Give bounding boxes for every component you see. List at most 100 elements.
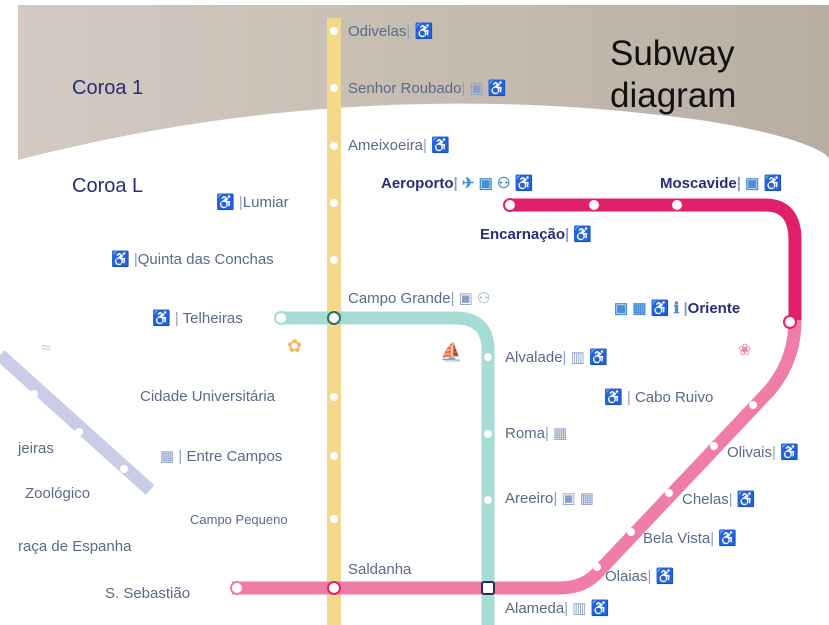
zone-label-coroa-1: Coroa 1 <box>72 77 144 99</box>
station-roma[interactable]: Roma| ▦ <box>505 425 568 442</box>
s-sebastiao-terminus <box>230 581 244 595</box>
accessible-icon: ♿ <box>780 444 799 461</box>
station-campo-pequeno[interactable]: Campo Pequeno <box>190 511 288 529</box>
station-label: Telheiras <box>182 310 243 327</box>
accessible-icon: ♿ <box>588 349 608 366</box>
red-stations <box>589 200 682 210</box>
station-alvalade[interactable]: Alvalade| ▥ ♿ <box>505 349 608 366</box>
accessible-icon: ♿ <box>414 23 434 40</box>
station-label: Alameda <box>505 600 565 617</box>
blue-station-dot <box>75 428 83 436</box>
top-white-margin <box>0 0 829 5</box>
inner-zone <box>18 103 829 625</box>
station-campo-grande[interactable]: Campo Grande| ▣ ⚇ <box>348 290 491 307</box>
accessible-icon: ♿ <box>431 137 450 154</box>
aeroporto-terminus <box>503 198 517 212</box>
station-lumiar[interactable]: ♿ |Lumiar <box>216 194 289 211</box>
green-line <box>278 311 495 625</box>
station-label: Areeiro <box>505 490 554 507</box>
station-label: Senhor Roubado <box>348 80 462 97</box>
title-line-1: Subway <box>610 34 735 73</box>
station-label: Moscavide <box>660 175 737 192</box>
bus-icon: ▣ <box>458 290 473 307</box>
bus-icon: ▣ <box>469 80 484 97</box>
blue-station-dot <box>30 390 38 398</box>
station-label: Roma <box>505 425 546 442</box>
station-praca-de-espanha[interactable]: raça de Espanha <box>18 538 131 556</box>
info-icon: ▥ <box>570 349 585 366</box>
station-label: Chelas <box>682 491 729 508</box>
bus-icon: ▣ <box>614 300 629 317</box>
accessible-icon: ♿ <box>655 568 675 585</box>
green-stations <box>484 353 492 504</box>
station-label: Saldanha <box>348 561 412 578</box>
station-olivais[interactable]: Olivais| ♿ <box>727 444 799 461</box>
bus-icon: ▣ <box>561 490 576 507</box>
station-label: Olivais <box>727 444 773 461</box>
accessible-icon: ♿ <box>216 194 235 211</box>
info-icon: ℹ <box>673 300 680 317</box>
station-label: Alvalade <box>505 349 563 366</box>
station-ameixoeira[interactable]: Ameixoeira| ♿ <box>348 137 450 154</box>
train-icon: ▦ <box>579 490 594 507</box>
left-white-margin <box>0 0 18 625</box>
station-label: Cidade Universitária <box>140 388 276 405</box>
station-label: Entre Campos <box>186 448 283 465</box>
station-label: jeiras <box>18 440 54 457</box>
station-aeroporto[interactable]: Aeroporto| ✈ ▣ ⚇ ♿ <box>381 175 534 192</box>
station-moscavide[interactable]: Moscavide| ▣ ♿ <box>660 175 783 192</box>
station-telheiras[interactable]: ♿ | Telheiras <box>152 310 243 327</box>
station-label: Campo Pequeno <box>190 512 288 527</box>
pink-line <box>232 319 802 595</box>
plane-icon: ✈ <box>461 175 475 192</box>
title-line-2: diagram <box>610 76 737 115</box>
boat-icon: ⛵ <box>440 341 462 363</box>
yellow-stations <box>330 27 338 523</box>
info-icon: ▥ <box>572 600 587 617</box>
blue-station-dot <box>120 465 128 473</box>
station-cabo-ruivo[interactable]: ♿ | Cabo Ruivo <box>604 389 714 406</box>
station-jeiras[interactable]: jeiras <box>18 440 54 458</box>
saldanha-interchange <box>327 581 341 595</box>
station-label: Olaias <box>605 568 648 585</box>
station-label: Bela Vista <box>643 530 711 547</box>
station-quinta-das-conchas[interactable]: ♿ |Quinta das Conchas <box>111 251 274 268</box>
station-bela-vista[interactable]: Bela Vista| ♿ <box>643 530 738 547</box>
station-saldanha[interactable]: Saldanha <box>348 561 411 579</box>
station-entre-campos[interactable]: ▦ | Entre Campos <box>160 448 283 465</box>
accessible-icon: ♿ <box>604 389 623 406</box>
station-s-sebastiao[interactable]: S. Sebastião <box>105 585 190 603</box>
station-senhor-roubado[interactable]: Senhor Roubado| ▣ ♿ <box>348 80 507 97</box>
accessible-icon: ♿ <box>736 491 756 508</box>
station-olaias[interactable]: Olaias| ♿ <box>605 568 675 585</box>
bird-icon: ≈ <box>40 340 52 356</box>
station-label: Campo Grande <box>348 290 451 307</box>
station-label: Encarnação <box>480 226 566 243</box>
accessible-icon: ♿ <box>650 300 670 317</box>
bus-icon: ▣ <box>478 175 493 192</box>
station-label: Ameixoeira <box>348 137 424 154</box>
station-label: Oriente <box>687 300 741 317</box>
accessible-icon: ♿ <box>590 600 610 617</box>
flower-icon: ✿ <box>287 336 302 357</box>
station-encarnacao[interactable]: Encarnação| ♿ <box>480 226 593 243</box>
train-icon: ▦ <box>632 300 647 317</box>
diagram-title: Subway diagram <box>610 33 736 117</box>
alameda-interchange <box>481 581 495 595</box>
accessible-icon: ♿ <box>718 530 738 547</box>
station-label: Odivelas <box>348 23 407 40</box>
accessible-icon: ♿ <box>763 175 783 192</box>
station-cidade-universitaria[interactable]: Cidade Universitária <box>140 388 275 406</box>
oriente-station <box>783 315 797 329</box>
station-odivelas[interactable]: Odivelas| ♿ <box>348 23 434 40</box>
pink-stations <box>593 401 757 571</box>
station-zoologico[interactable]: Zoológico <box>25 485 90 503</box>
accessible-icon: ♿ <box>514 175 534 192</box>
station-label: Cabo Ruivo <box>634 389 714 406</box>
station-chelas[interactable]: Chelas| ♿ <box>682 491 756 508</box>
station-areeiro[interactable]: Areeiro| ▣ ▦ <box>505 490 594 507</box>
station-oriente[interactable]: ▣ ▦ ♿ ℹ |Oriente <box>614 300 741 317</box>
red-line <box>510 198 802 320</box>
station-alameda[interactable]: Alameda| ▥ ♿ <box>505 600 610 617</box>
station-label: Lumiar <box>242 194 289 211</box>
